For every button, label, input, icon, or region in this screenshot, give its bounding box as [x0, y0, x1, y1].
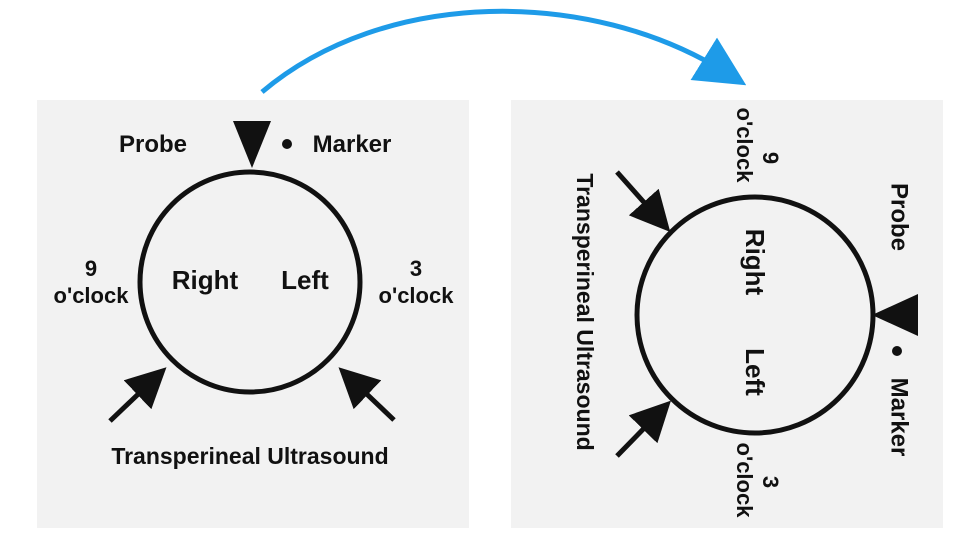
right-right-label: Right [740, 229, 770, 296]
left-probe-label: Probe [119, 131, 187, 158]
left-nine-oclock-label: o'clock [54, 283, 130, 308]
left-marker-dot-icon [282, 139, 292, 149]
right-probe-triangle-icon [872, 294, 918, 336]
right-probe-label: Probe [886, 183, 913, 251]
left-incoming-arrow-icon [108, 367, 167, 423]
right-three-oclock-label: o'clock [732, 443, 757, 519]
right-left-label: Left [740, 348, 770, 396]
left-caption: Transperineal Ultrasound [111, 443, 388, 469]
right-marker-label: Marker [886, 378, 913, 457]
left-three-oclock-label: o'clock [379, 283, 455, 308]
right-nine-label: 9 [758, 152, 783, 164]
right-marker-dot-icon [892, 346, 902, 356]
left-panel: Probe Marker Right Left 9 o'clock 3 o'cl… [37, 100, 469, 528]
left-left-label: Left [281, 265, 329, 295]
right-panel: Right Left 9 o'clock 3 o'clock Probe Mar… [511, 100, 943, 528]
left-right-label: Right [172, 265, 239, 295]
right-upper-incoming-arrow-icon [615, 170, 671, 232]
right-three-label: 3 [758, 476, 783, 488]
right-incoming-arrow-icon [338, 367, 396, 422]
left-probe-triangle-icon [233, 121, 271, 168]
right-lower-incoming-arrow-icon [615, 400, 671, 458]
left-view-circle [137, 169, 363, 395]
right-caption: Transperineal Ultrasound [572, 173, 598, 450]
left-marker-label: Marker [313, 131, 392, 158]
right-nine-oclock-label: o'clock [732, 108, 757, 184]
rotation-arrow-icon [260, 8, 747, 94]
left-three-label: 3 [410, 256, 422, 281]
left-nine-label: 9 [85, 256, 97, 281]
